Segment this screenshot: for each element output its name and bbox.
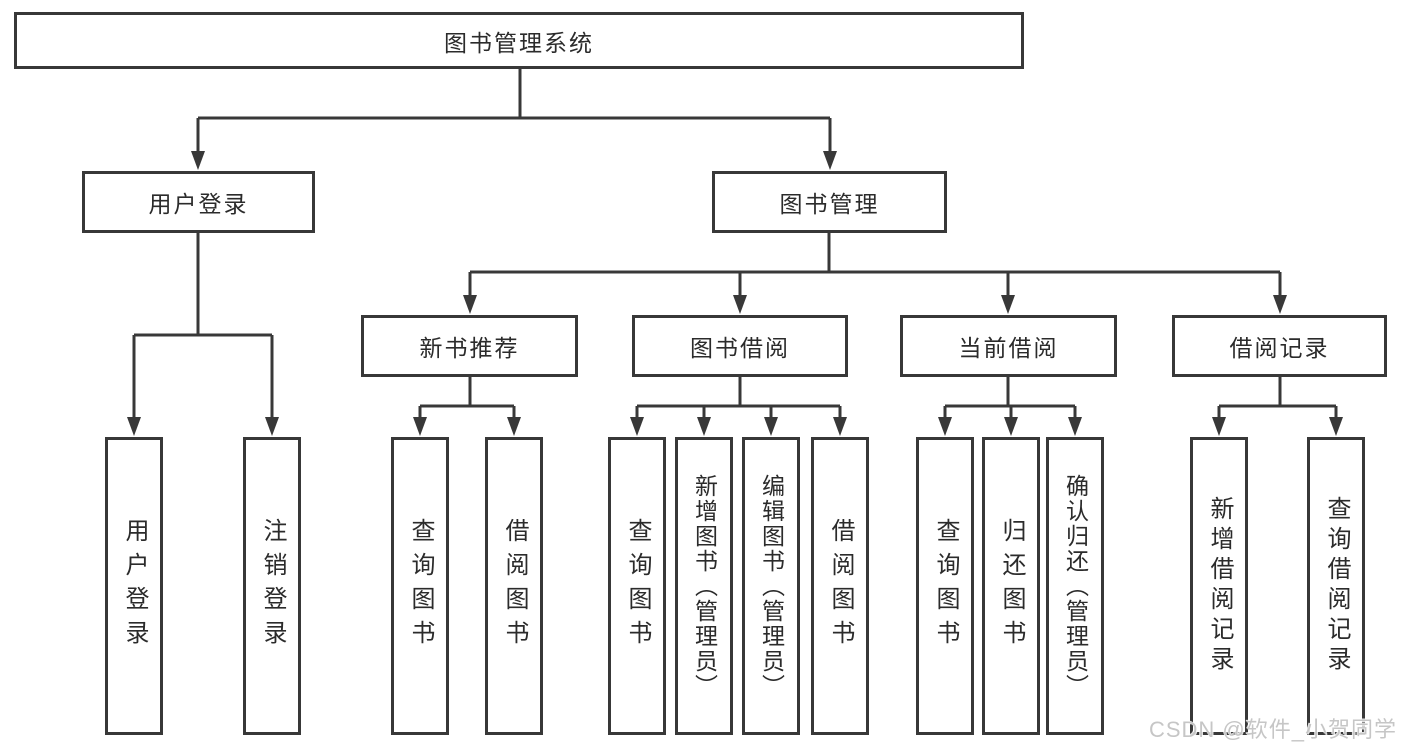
leaf-query-books-3-label: 查询图书	[932, 518, 959, 654]
leaf-add-book-admin-label: 新增图书（管理员）	[691, 473, 718, 699]
arrow-down-icon	[1004, 417, 1018, 436]
arrow-down-icon	[191, 151, 205, 170]
leaf-user-login-label: 用户登录	[121, 518, 148, 654]
arrow-down-icon	[1001, 295, 1015, 314]
leaf-query-books-1: 查询图书	[391, 437, 449, 735]
arrow-down-icon	[265, 417, 279, 436]
node-root: 图书管理系统	[14, 12, 1024, 69]
arrow-down-icon	[697, 417, 711, 436]
node-book-management: 图书管理	[712, 171, 947, 233]
leaf-logout: 注销登录	[243, 437, 301, 735]
arrow-down-icon	[938, 417, 952, 436]
leaf-query-books-2: 查询图书	[608, 437, 666, 735]
leaf-add-borrow-record: 新增借阅记录	[1190, 437, 1248, 735]
csdn-watermark: CSDN @软件_小贺同学	[1148, 717, 1397, 742]
leaf-user-login: 用户登录	[105, 437, 163, 735]
node-book-management-label: 图书管理	[779, 191, 880, 217]
node-new-book-recommend-label: 新书推荐	[419, 335, 520, 361]
node-book-borrow-label: 图书借阅	[690, 335, 790, 361]
leaf-return-book: 归还图书	[982, 437, 1040, 735]
leaf-query-books-1-label: 查询图书	[407, 518, 434, 654]
leaf-query-borrow-record: 查询借阅记录	[1307, 437, 1365, 735]
arrow-down-icon	[463, 295, 477, 314]
leaf-borrow-books-2-label: 借阅图书	[827, 518, 854, 654]
arrow-down-icon	[507, 417, 521, 436]
arrow-down-icon	[413, 417, 427, 436]
node-borrow-records: 借阅记录	[1172, 315, 1387, 377]
arrow-down-icon	[1068, 417, 1082, 436]
node-current-borrow-label: 当前借阅	[958, 335, 1059, 361]
leaf-query-books-2-label: 查询图书	[624, 518, 651, 654]
arrow-down-icon	[1273, 295, 1287, 314]
node-new-book-recommend: 新书推荐	[361, 315, 578, 377]
arrow-down-icon	[823, 151, 837, 170]
node-user-login: 用户登录	[82, 171, 315, 233]
arrow-down-icon	[630, 417, 644, 436]
leaf-edit-book-admin: 编辑图书（管理员）	[742, 437, 800, 735]
arrow-down-icon	[764, 417, 778, 436]
leaf-confirm-return-admin-label: 确认归还（管理员）	[1062, 473, 1089, 699]
leaf-return-book-label: 归还图书	[998, 518, 1025, 654]
leaf-confirm-return-admin: 确认归还（管理员）	[1046, 437, 1104, 735]
arrow-down-icon	[127, 417, 141, 436]
leaf-edit-book-admin-label: 编辑图书（管理员）	[758, 473, 785, 699]
leaf-borrow-books-1: 借阅图书	[485, 437, 543, 735]
leaf-query-borrow-record-label: 查询借阅记录	[1323, 496, 1350, 676]
node-root-label: 图书管理系统	[444, 29, 594, 56]
arrowheads	[127, 151, 1343, 436]
arrow-down-icon	[1329, 417, 1343, 436]
node-book-borrow: 图书借阅	[632, 315, 848, 377]
leaf-borrow-books-2: 借阅图书	[811, 437, 869, 735]
leaf-add-book-admin: 新增图书（管理员）	[675, 437, 733, 735]
node-borrow-records-label: 借阅记录	[1229, 335, 1330, 361]
connector-lines	[132, 69, 1338, 420]
leaf-add-borrow-record-label: 新增借阅记录	[1206, 496, 1233, 676]
leaf-query-books-3: 查询图书	[916, 437, 974, 735]
arrow-down-icon	[733, 295, 747, 314]
node-current-borrow: 当前借阅	[900, 315, 1117, 377]
leaf-logout-label: 注销登录	[259, 518, 286, 654]
leaf-borrow-books-1-label: 借阅图书	[501, 518, 528, 654]
node-user-login-label: 用户登录	[148, 191, 249, 217]
arrow-down-icon	[833, 417, 847, 436]
arrow-down-icon	[1212, 417, 1226, 436]
